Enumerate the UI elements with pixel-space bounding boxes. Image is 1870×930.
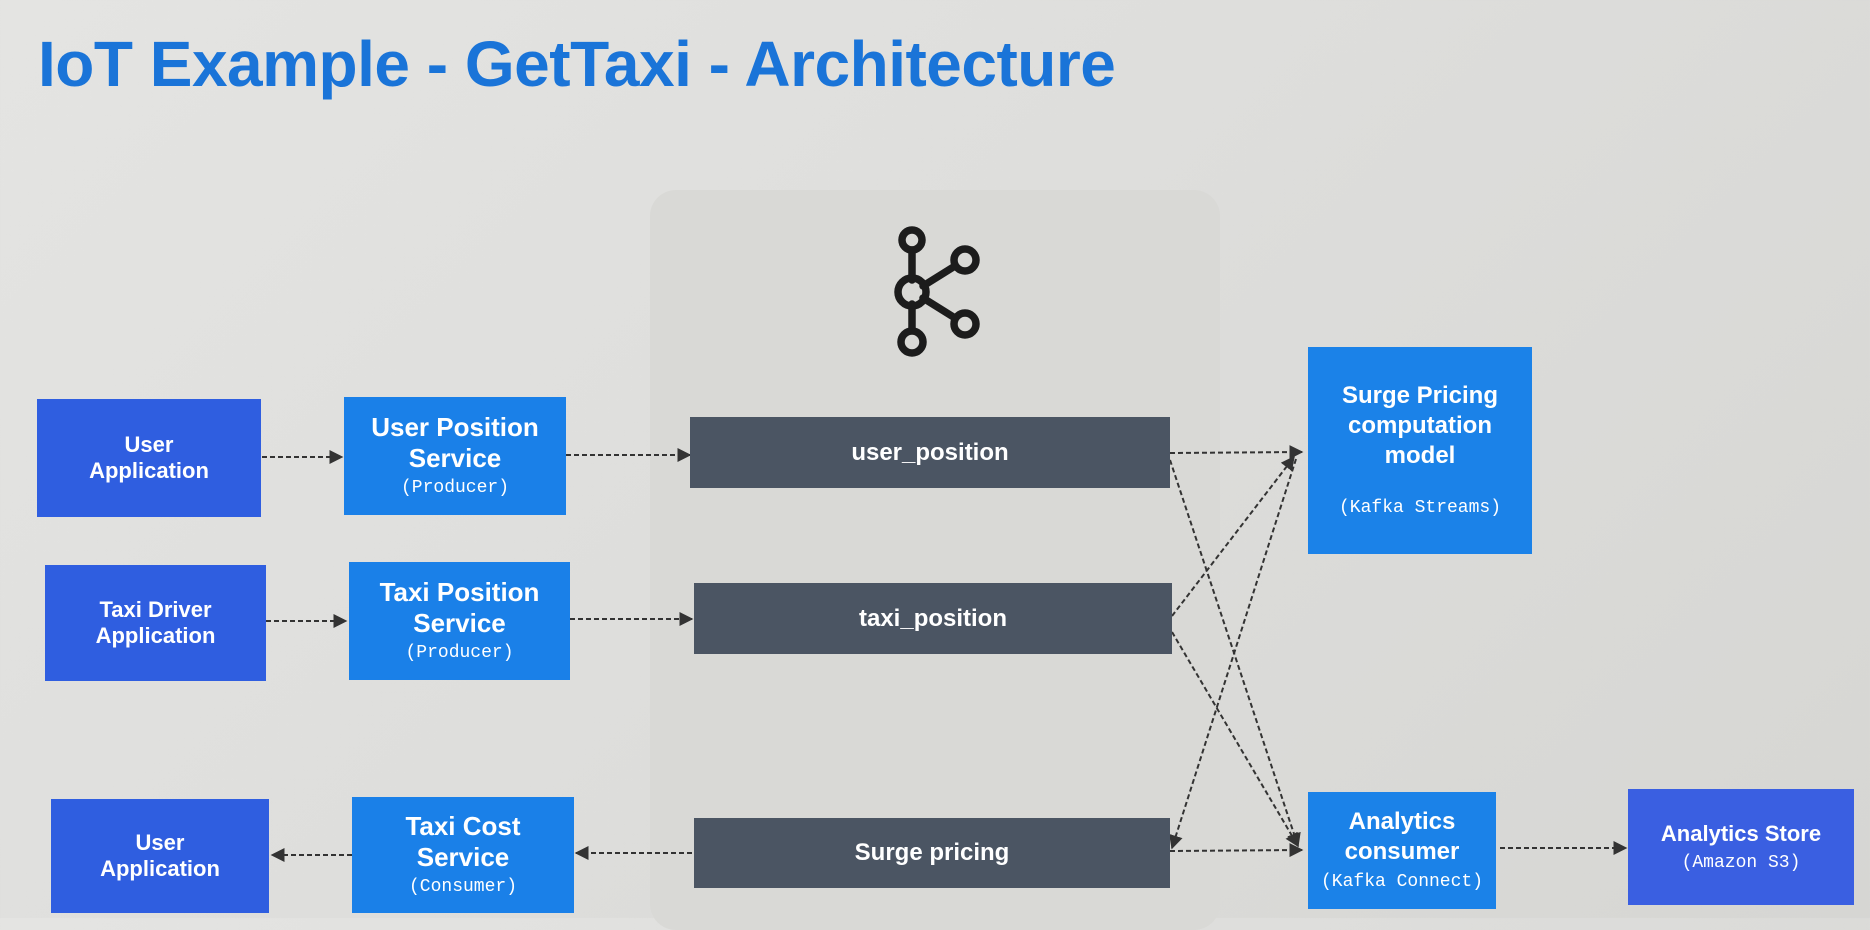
- arrow-user-position-topic-to-surge-model: [1169, 445, 1304, 460]
- user-application-consumer-label-line-1: User: [135, 829, 185, 855]
- topic-user-position: user_position: [690, 417, 1170, 488]
- surge-model-role: (Kafka Streams): [1338, 498, 1502, 519]
- page-title: IoT Example - GetTaxi - Architecture: [38, 28, 1116, 100]
- user-application-label-line-2: Application: [89, 458, 209, 483]
- surge-model-label-line-3: model: [1384, 442, 1456, 470]
- user-application-consumer-box: User Application: [51, 799, 269, 913]
- arrow-user-position-topic-to-analytics-consumer: [1169, 459, 1301, 848]
- taxi-position-service-role: (Producer): [405, 643, 514, 664]
- taxi-driver-application-label-line-1: Taxi Driver: [99, 596, 212, 622]
- analytics-consumer-box: Analytics consumer (Kafka Connect): [1308, 792, 1496, 909]
- taxi-position-service-label-line-1: Taxi Position: [379, 577, 540, 608]
- topic-user-position-label: user_position: [851, 438, 1009, 466]
- taxi-driver-application-label-line-2: Application: [95, 623, 216, 648]
- taxi-position-service-box: Taxi Position Service (Producer): [349, 562, 570, 680]
- user-position-service-role: (Producer): [400, 478, 510, 499]
- analytics-store-role: (Amazon S3): [1681, 852, 1801, 873]
- user-application-label-line-1: User: [124, 431, 174, 457]
- arrow-taxi-position-topic-to-analytics-consumer: [1171, 631, 1299, 848]
- kafka-logo-icon: [894, 226, 980, 357]
- taxi-cost-service-role: (Consumer): [408, 877, 518, 898]
- analytics-consumer-label-line-1: Analytics: [1348, 808, 1456, 836]
- user-position-service-label-line-2: Service: [408, 443, 502, 474]
- taxi-cost-service-label-line-1: Taxi Cost: [405, 811, 521, 842]
- surge-model-label-line-2: computation: [1348, 412, 1492, 440]
- surge-model-label-line-1: Surge Pricing: [1341, 382, 1499, 410]
- analytics-consumer-role: (Kafka Connect): [1320, 872, 1484, 893]
- arrow-taxi-position-topic-to-surge-model: [1171, 455, 1295, 617]
- analytics-consumer-label-line-2: consumer: [1344, 838, 1460, 866]
- user-application-consumer-label-line-2: Application: [100, 856, 220, 881]
- topic-taxi-position-label: taxi_position: [858, 604, 1008, 632]
- taxi-cost-service-box: Taxi Cost Service (Consumer): [352, 797, 574, 913]
- analytics-store-label: Analytics Store: [1660, 821, 1822, 846]
- topic-surge-pricing-label: Surge pricing: [854, 839, 1010, 866]
- user-application-box: User Application: [37, 399, 261, 517]
- user-position-service-label-line-1: User Position: [371, 412, 539, 443]
- arrow-surge-pricing-topic-to-analytics-consumer: [1169, 843, 1304, 858]
- taxi-position-service-label-line-2: Service: [413, 608, 506, 639]
- analytics-store-box: Analytics Store (Amazon S3): [1628, 789, 1854, 905]
- surge-pricing-model-box: Surge Pricing computation model (Kafka S…: [1308, 347, 1532, 554]
- taxi-cost-service-label-line-2: Service: [416, 842, 510, 873]
- user-position-service-box: User Position Service (Producer): [344, 397, 566, 515]
- topic-taxi-position: taxi_position: [694, 583, 1172, 654]
- taxi-driver-application-box: Taxi Driver Application: [45, 565, 266, 681]
- topic-surge-pricing: Surge pricing: [694, 818, 1170, 888]
- kafka-cluster-panel: [650, 190, 1220, 930]
